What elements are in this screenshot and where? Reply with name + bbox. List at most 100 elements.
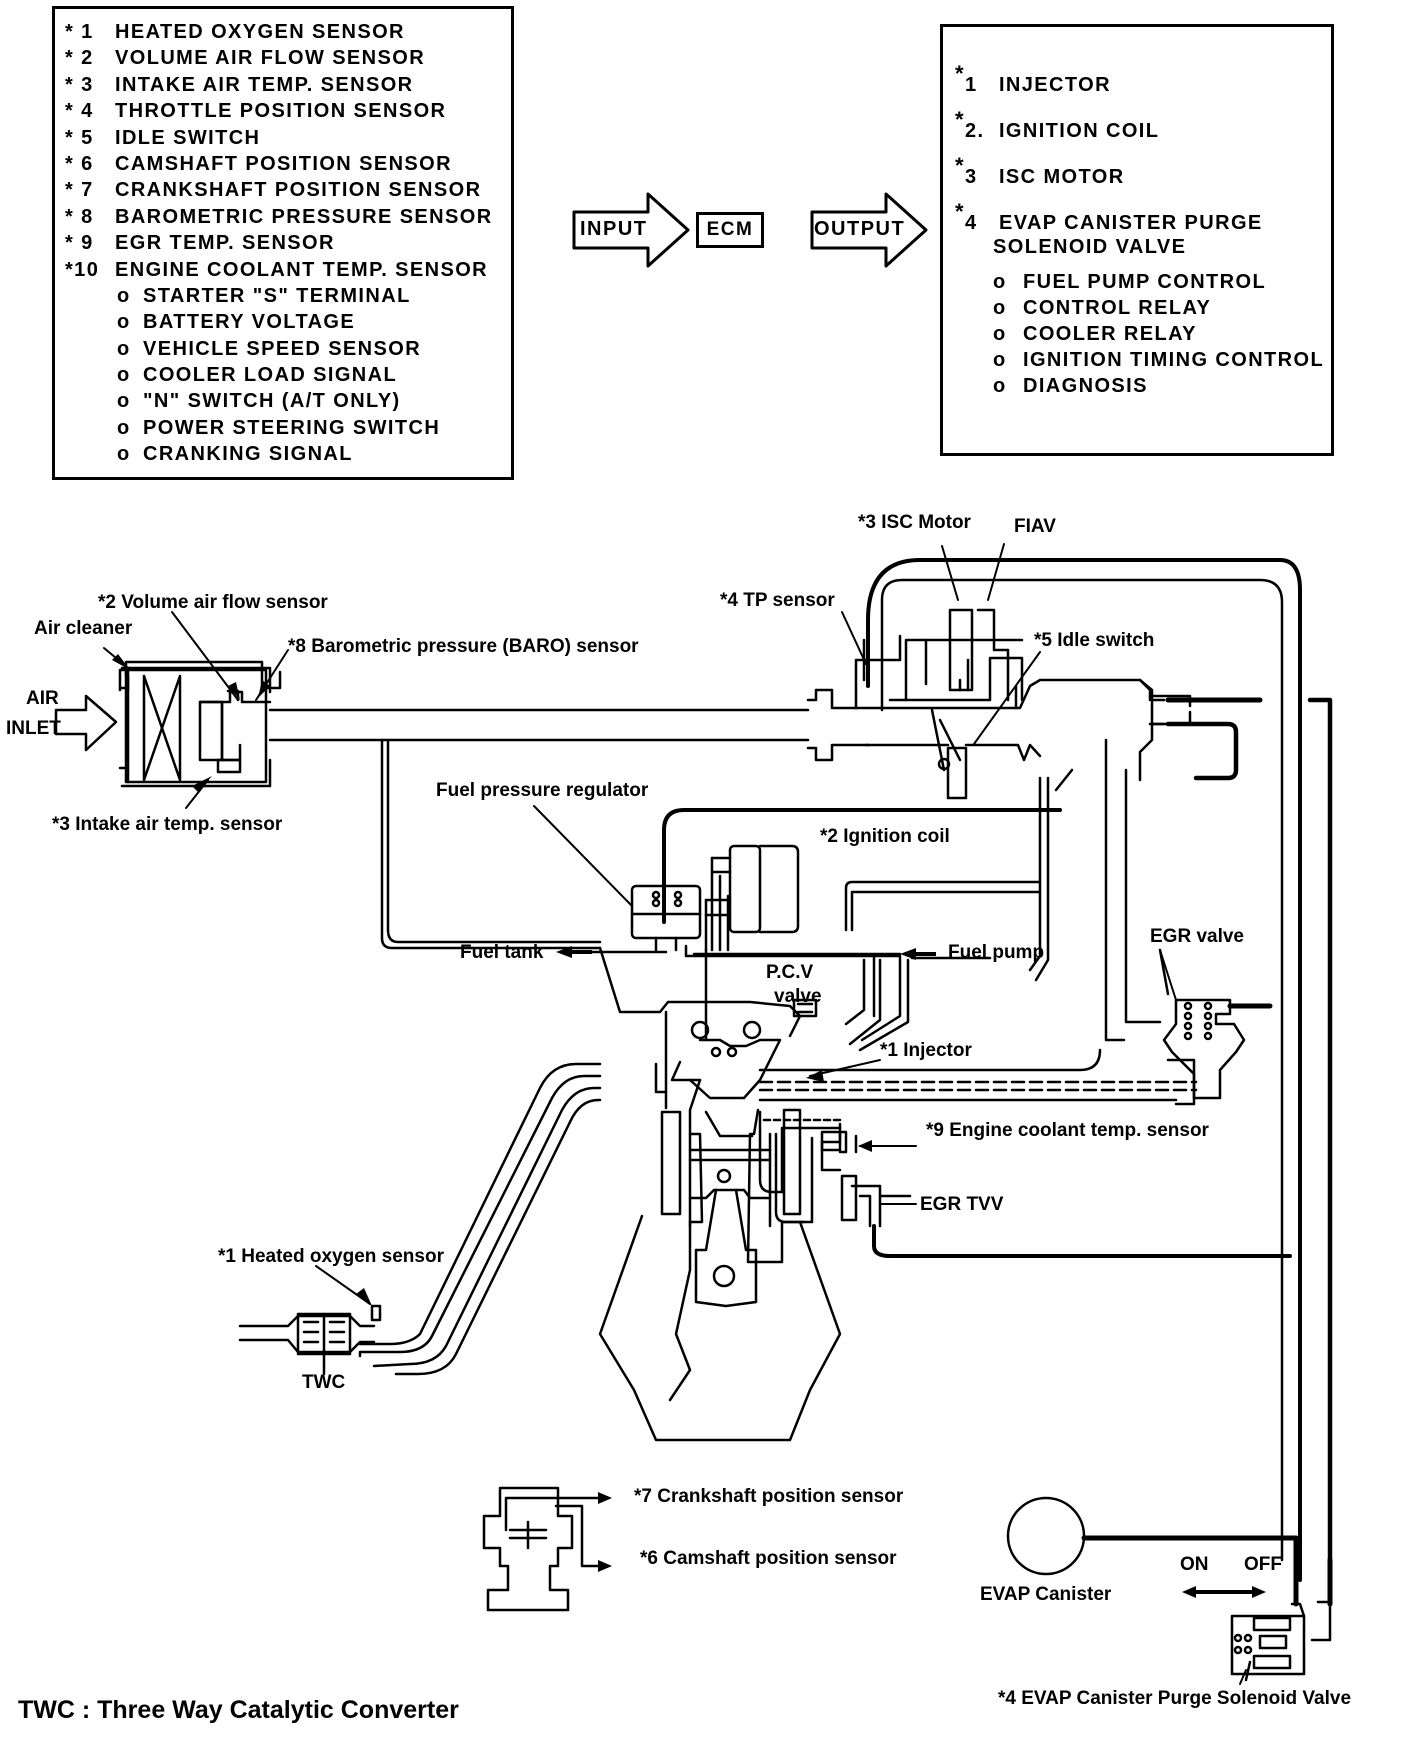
fuel-pressure-regulator bbox=[630, 884, 702, 952]
item-number: * 2 bbox=[65, 47, 94, 70]
asterisk-icon: * bbox=[955, 153, 965, 178]
item-label: VEHICLE SPEED SENSOR bbox=[143, 337, 422, 360]
bullet-icon: o bbox=[117, 416, 131, 439]
item-label: EVAP CANISTER PURGE bbox=[998, 212, 1263, 234]
footer-note: TWC : Three Way Catalytic Converter bbox=[18, 1696, 459, 1724]
item-label: IDLE SWITCH bbox=[115, 126, 261, 149]
purge-valve-shape bbox=[1230, 1600, 1332, 1682]
arrow-heads bbox=[112, 654, 1266, 1598]
item-label: INJECTOR bbox=[998, 74, 1111, 96]
item-number: * 7 bbox=[65, 179, 94, 202]
crank-arrow bbox=[598, 1492, 612, 1504]
fuel-pump-arrow bbox=[900, 948, 916, 960]
label-tp-sensor: *4 TP sensor bbox=[720, 590, 835, 611]
idle-switch-pointer bbox=[973, 651, 1041, 745]
item-label: VOLUME AIR FLOW SENSOR bbox=[115, 47, 426, 70]
item-label: POWER STEERING SWITCH bbox=[143, 416, 441, 439]
label-camshaft: *6 Camshaft position sensor bbox=[640, 1548, 897, 1569]
item-label: FUEL PUMP CONTROL bbox=[1023, 271, 1267, 293]
intake-manifold bbox=[1028, 738, 1162, 1042]
item-number: * 8 bbox=[65, 205, 94, 228]
ecm-label: ECM bbox=[706, 219, 754, 240]
label-intake-air-temp: *3 Intake air temp. sensor bbox=[52, 814, 283, 835]
ecm-box: ECM bbox=[696, 212, 764, 248]
item-number: 4 bbox=[964, 212, 978, 234]
bullet-icon: o bbox=[993, 375, 1007, 397]
item-number: * 3 bbox=[65, 73, 94, 96]
item-label: CAMSHAFT POSITION SENSOR bbox=[115, 152, 452, 175]
label-coolant-temp: *9 Engine coolant temp. sensor bbox=[926, 1120, 1209, 1141]
input-arrow-label: INPUT bbox=[580, 218, 648, 240]
exhaust-pipe bbox=[238, 1062, 602, 1376]
item-label: HEATED OXYGEN SENSOR bbox=[115, 21, 405, 43]
output-list-item: *3 ISC MOTOR bbox=[955, 141, 1331, 188]
label-on: ON bbox=[1180, 1554, 1209, 1575]
label-air-inlet-2: INLET bbox=[6, 718, 61, 739]
input-list-item: * 8 BAROMETRIC PRESSURE SENSOR bbox=[65, 204, 511, 230]
label-pcv-valve-1: P.C.V bbox=[766, 962, 814, 983]
evap-purge-pointer bbox=[1239, 1669, 1247, 1685]
label-evap-canister: EVAP Canister bbox=[980, 1584, 1112, 1605]
ignition-coil-shape bbox=[704, 844, 800, 1042]
engine-block bbox=[598, 946, 842, 1442]
item-number: 2. bbox=[964, 120, 985, 142]
item-label: DIAGNOSIS bbox=[1023, 375, 1148, 397]
label-baro-sensor: *8 Barometric pressure (BARO) sensor bbox=[288, 636, 639, 657]
item-number: 1 bbox=[964, 74, 978, 96]
fiav-pointer bbox=[987, 543, 1005, 601]
label-egr-valve: EGR valve bbox=[1150, 926, 1244, 947]
output-arrow-shape bbox=[810, 192, 928, 268]
on-arrow bbox=[1182, 1586, 1196, 1598]
label-fuel-pressure-regulator: Fuel pressure regulator bbox=[436, 780, 649, 801]
vaf-arrow bbox=[228, 682, 240, 700]
evap-canister-shape bbox=[1006, 1496, 1333, 1607]
label-ignition-coil: *2 Ignition coil bbox=[820, 826, 950, 847]
egr-passage bbox=[758, 1048, 1198, 1106]
item-number: * 6 bbox=[65, 152, 94, 175]
bullet-icon: o bbox=[993, 349, 1007, 371]
isc-motor-pointer bbox=[941, 545, 959, 601]
item-label: INTAKE AIR TEMP. SENSOR bbox=[115, 73, 414, 96]
item-label: BATTERY VOLTAGE bbox=[143, 311, 356, 334]
item-label: THROTTLE POSITION SENSOR bbox=[115, 100, 447, 123]
item-label: "N" SWITCH (A/T ONLY) bbox=[143, 390, 401, 413]
item-number: 3 bbox=[964, 166, 978, 188]
item-label: CRANKING SIGNAL bbox=[143, 443, 353, 466]
input-list-subitem: o"N" SWITCH (A/T ONLY) bbox=[65, 388, 511, 414]
input-list-item: * 2 VOLUME AIR FLOW SENSOR bbox=[65, 45, 511, 71]
item-number: * 9 bbox=[65, 232, 94, 255]
item-label: COOLER LOAD SIGNAL bbox=[143, 364, 398, 387]
fuel-tank-arrow bbox=[556, 946, 572, 958]
item-label: IGNITION COIL bbox=[998, 120, 1160, 142]
input-arrow-shape bbox=[572, 192, 690, 268]
oxygen-arrow bbox=[356, 1288, 372, 1306]
bullet-icon: o bbox=[117, 337, 131, 360]
item-label: CONTROL RELAY bbox=[1023, 297, 1212, 319]
egr-valve-pointer bbox=[1159, 949, 1177, 1001]
cam-arrow bbox=[598, 1560, 612, 1572]
item-number: * 5 bbox=[65, 126, 94, 149]
label-pcv-valve-2: valve bbox=[774, 986, 822, 1007]
input-list-item: * 3 INTAKE AIR TEMP. SENSOR bbox=[65, 72, 511, 98]
input-list-item: * 6 CAMSHAFT POSITION SENSOR bbox=[65, 151, 511, 177]
leader-lines bbox=[103, 543, 1247, 1685]
label-isc-motor: *3 ISC Motor bbox=[858, 512, 971, 533]
coolant-arrow bbox=[858, 1140, 872, 1152]
label-air-inlet-1: AIR bbox=[26, 688, 59, 709]
coolant-jacket bbox=[758, 1110, 858, 1224]
output-arrow-label: OUTPUT bbox=[814, 218, 906, 240]
item-label: BAROMETRIC PRESSURE SENSOR bbox=[115, 205, 493, 228]
item-label: ISC MOTOR bbox=[998, 166, 1125, 188]
tp-sensor-pointer bbox=[841, 611, 867, 665]
label-crankshaft: *7 Crankshaft position sensor bbox=[634, 1486, 904, 1507]
label-off: OFF bbox=[1244, 1554, 1282, 1575]
injector-arrow bbox=[806, 1070, 824, 1082]
